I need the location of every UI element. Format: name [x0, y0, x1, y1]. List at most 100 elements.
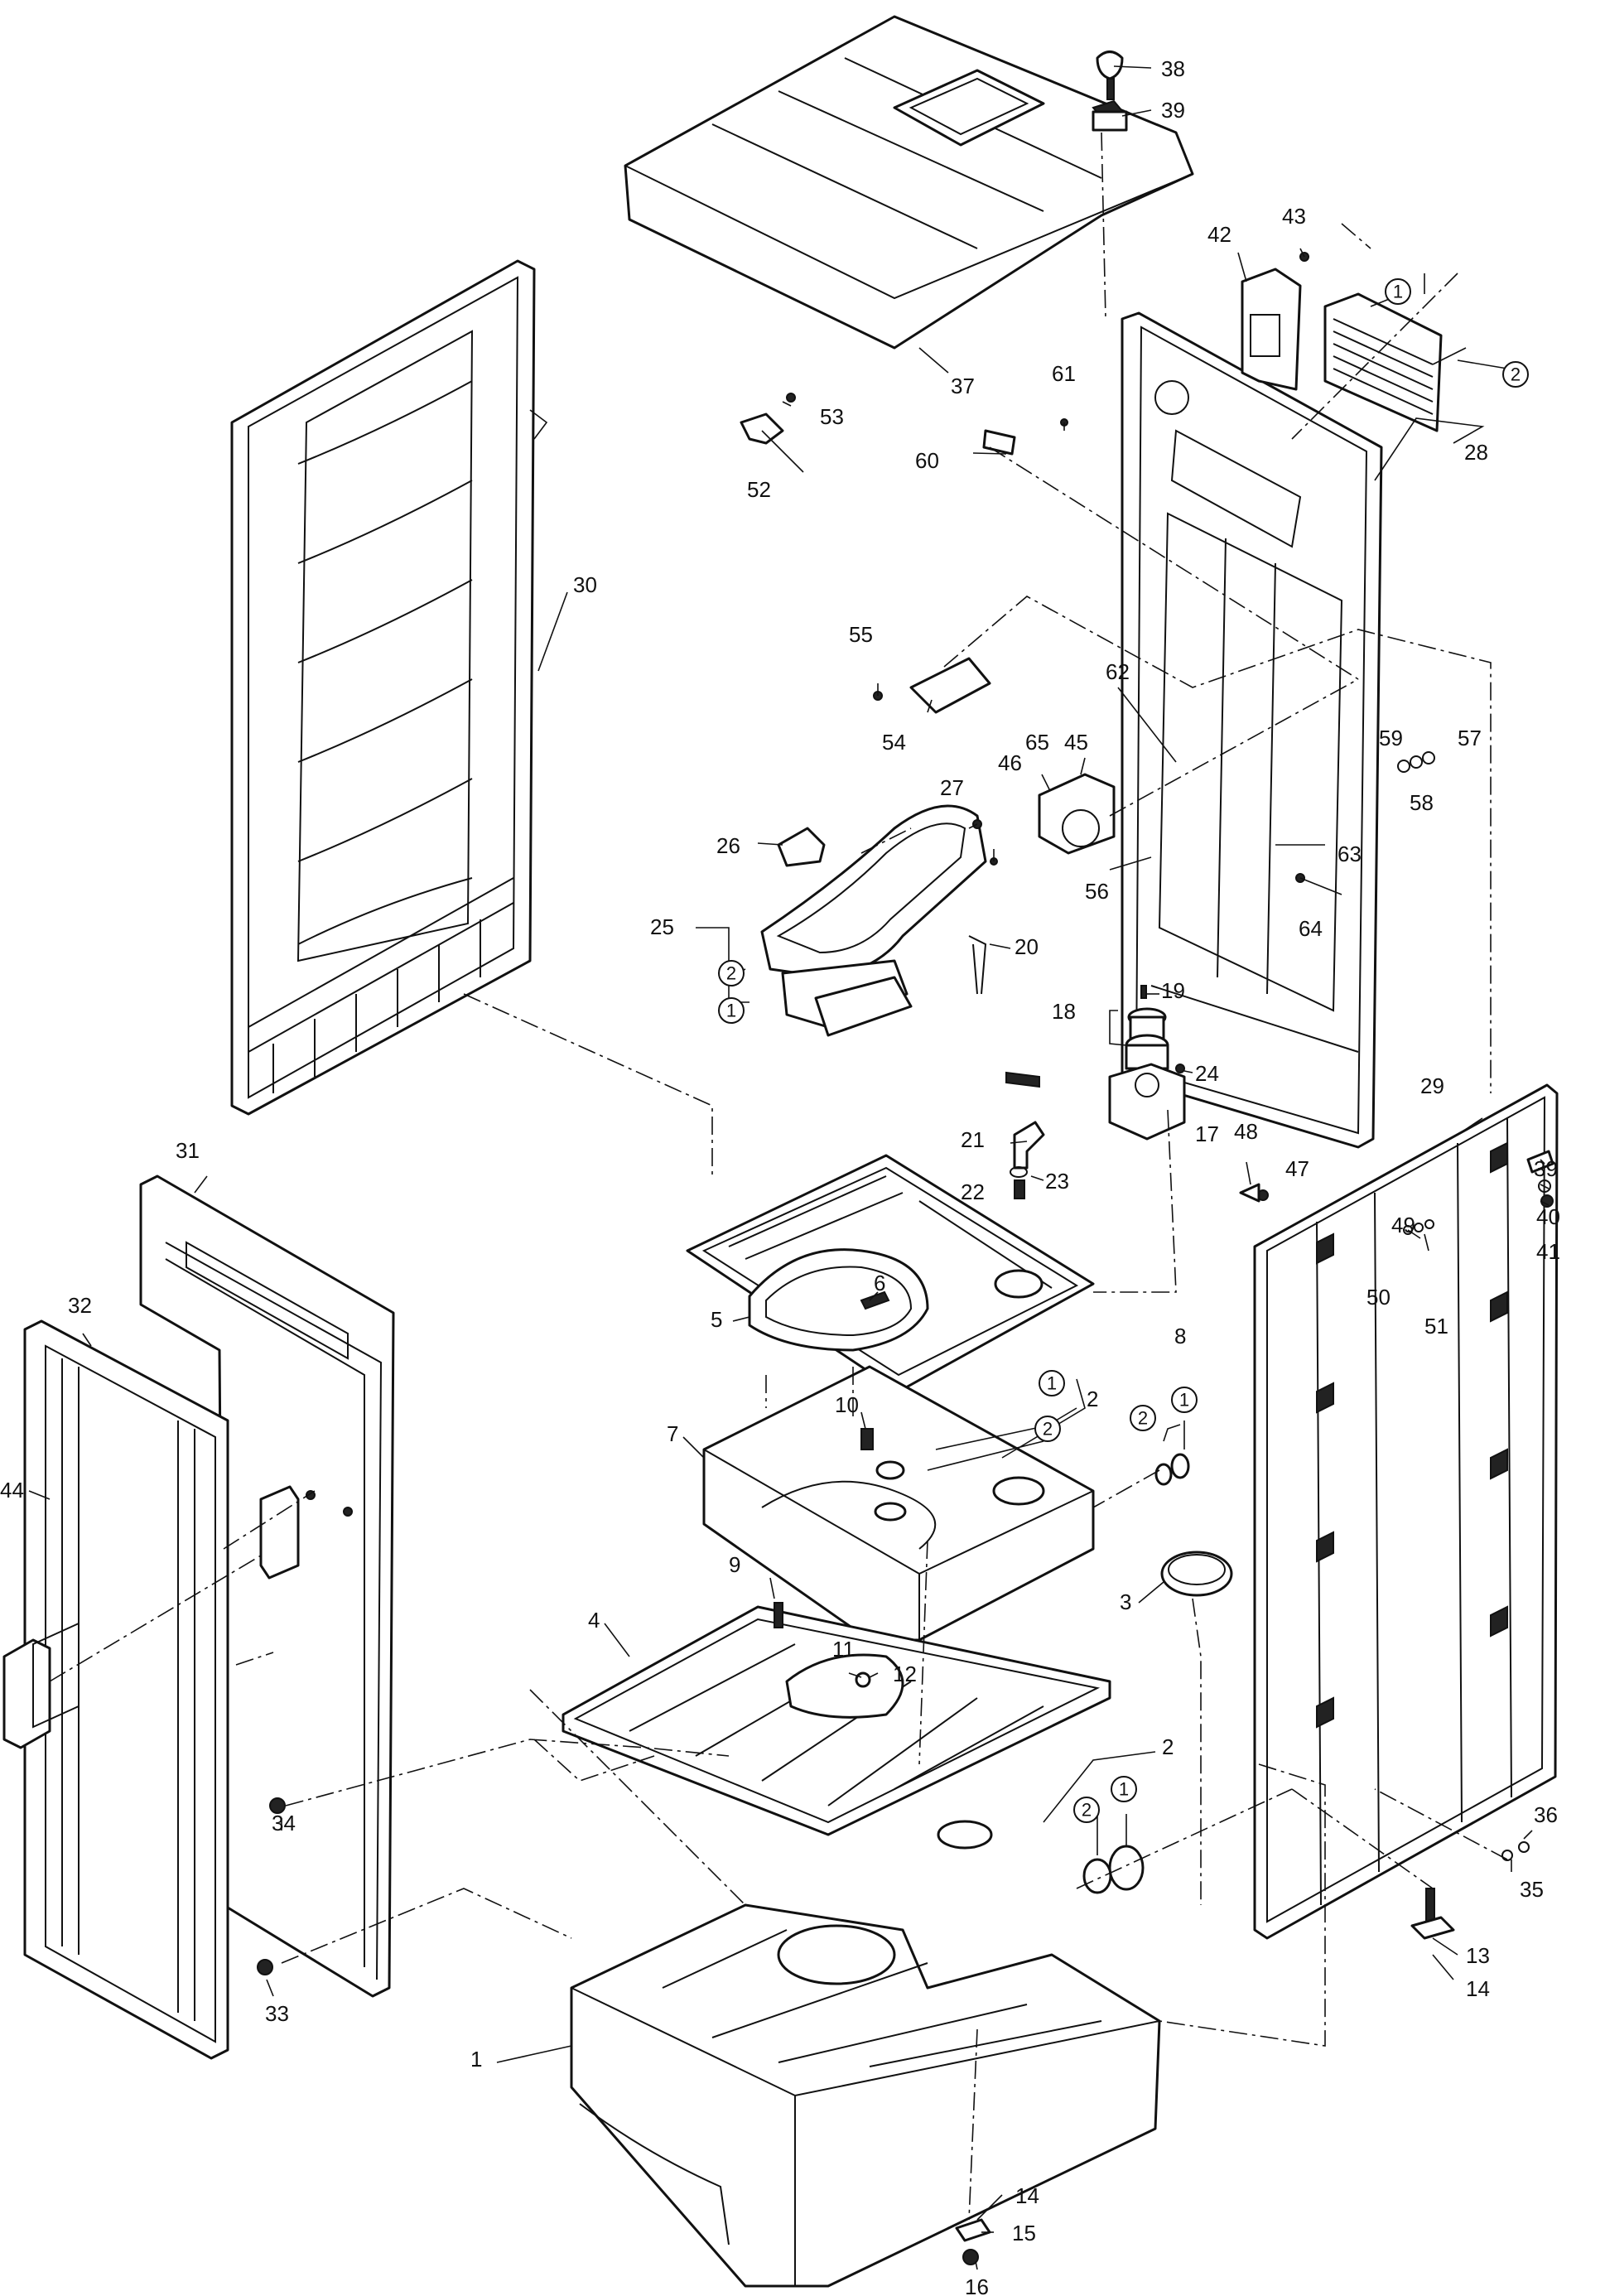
marker-2-vent: 2 [1502, 361, 1529, 388]
label-37: 37 [951, 374, 975, 398]
label-16: 16 [965, 2274, 989, 2296]
label-5: 5 [711, 1307, 722, 1332]
marker-1-bowl: 1 [718, 997, 745, 1024]
label-59: 59 [1379, 726, 1403, 750]
left-side-panel [230, 259, 536, 1116]
hook-bracket [909, 657, 991, 714]
svg-text:1: 1 [1119, 1779, 1129, 1800]
label-54: 54 [882, 730, 906, 755]
paper-holder [1038, 773, 1116, 855]
label-13: 13 [1466, 1943, 1490, 1968]
marker-1-seal: 1 [1171, 1387, 1198, 1413]
label-26: 26 [716, 833, 740, 858]
label-33: 33 [265, 2001, 289, 2026]
label-3: 3 [1120, 1589, 1131, 1614]
foot-pump [1108, 1007, 1186, 1141]
label-64: 64 [1299, 916, 1323, 941]
marker-1-tank: 1 [1039, 1370, 1065, 1396]
label-41: 41 [1536, 1239, 1560, 1264]
label-22: 22 [961, 1179, 985, 1204]
label-51: 51 [1424, 1314, 1448, 1339]
label-61: 61 [1052, 361, 1076, 386]
label-21: 21 [961, 1127, 985, 1152]
label-6: 6 [874, 1271, 885, 1295]
water-tank [702, 1365, 1095, 1642]
label-50: 50 [1366, 1285, 1391, 1310]
label-44: 44 [0, 1478, 24, 1503]
label-56: 56 [1085, 879, 1109, 904]
label-40: 40 [1536, 1204, 1560, 1229]
marker-1-drain: 1 [1111, 1776, 1137, 1802]
part-labels: 1 2 2 3 4 5 6 7 8 9 10 11 12 13 14 14 15… [0, 56, 1560, 2296]
label-2: 2 [1087, 1387, 1098, 1411]
label-4: 4 [588, 1608, 600, 1633]
svg-text:1: 1 [1179, 1390, 1189, 1411]
label-24: 24 [1195, 1061, 1219, 1086]
label-2b: 2 [1162, 1734, 1174, 1759]
marker-2-bowl: 2 [718, 960, 745, 986]
bowl-base [748, 1248, 929, 1352]
label-48: 48 [1234, 1119, 1258, 1144]
label-39: 39 [1161, 98, 1185, 123]
label-47: 47 [1285, 1156, 1309, 1181]
svg-text:2: 2 [1511, 364, 1521, 385]
label-7: 7 [667, 1421, 678, 1446]
label-52: 52 [747, 477, 771, 502]
svg-text:2: 2 [1043, 1419, 1053, 1440]
label-12: 12 [893, 1662, 917, 1686]
label-63: 63 [1338, 842, 1362, 866]
label-27: 27 [940, 775, 964, 800]
label-11: 11 [832, 1637, 855, 1662]
label-17: 17 [1195, 1121, 1219, 1146]
svg-text:2: 2 [1138, 1408, 1148, 1429]
label-45: 45 [1064, 730, 1088, 755]
label-43: 43 [1282, 204, 1306, 229]
label-58: 58 [1410, 790, 1434, 815]
svg-text:1: 1 [1393, 282, 1403, 302]
label-55: 55 [849, 622, 873, 647]
label-30: 30 [573, 572, 597, 597]
drain-ring [1108, 1845, 1145, 1891]
svg-text:2: 2 [726, 963, 736, 984]
marker-2-drain: 2 [1073, 1797, 1100, 1823]
label-20: 20 [1015, 934, 1039, 959]
marker-2-seal: 2 [1130, 1405, 1156, 1431]
label-49: 49 [1391, 1213, 1415, 1237]
hardware-bits [257, 51, 1554, 2265]
label-34: 34 [272, 1811, 296, 1835]
label-25: 25 [650, 914, 674, 939]
svg-text:1: 1 [726, 1001, 736, 1021]
label-39b: 39 [1534, 1156, 1558, 1181]
vent-grille [1323, 292, 1443, 432]
label-31: 31 [176, 1138, 200, 1163]
label-60: 60 [915, 448, 939, 473]
label-29: 29 [1420, 1073, 1444, 1098]
label-57: 57 [1458, 726, 1482, 750]
assembly-lines [49, 132, 1508, 2221]
label-19: 19 [1161, 978, 1185, 1003]
flush-hose [968, 935, 987, 995]
label-1: 1 [470, 2047, 482, 2072]
right-side-panel [1253, 1083, 1559, 1940]
seal-ring [1170, 1453, 1190, 1479]
label-65: 65 [1025, 730, 1049, 755]
sub-markers: 1 2 2 1 1 2 2 1 2 1 [718, 278, 1529, 1823]
label-28: 28 [1464, 440, 1488, 465]
marker-1-vent: 1 [1385, 278, 1411, 305]
label-38: 38 [1161, 56, 1185, 81]
label-14: 14 [1466, 1976, 1490, 2001]
label-10: 10 [835, 1392, 859, 1417]
label-35: 35 [1520, 1877, 1544, 1902]
label-62: 62 [1106, 659, 1130, 684]
label-46: 46 [998, 750, 1022, 775]
front-door-frame [139, 1175, 395, 1998]
label-15: 15 [1012, 2221, 1036, 2245]
door-panel [2, 1319, 300, 2060]
label-9: 9 [729, 1552, 740, 1577]
lower-floor-grate [562, 1605, 1111, 1836]
mirror-bracket [1241, 268, 1302, 391]
label-14b: 14 [1015, 2183, 1039, 2208]
label-36: 36 [1534, 1802, 1558, 1827]
label-42: 42 [1207, 222, 1231, 247]
